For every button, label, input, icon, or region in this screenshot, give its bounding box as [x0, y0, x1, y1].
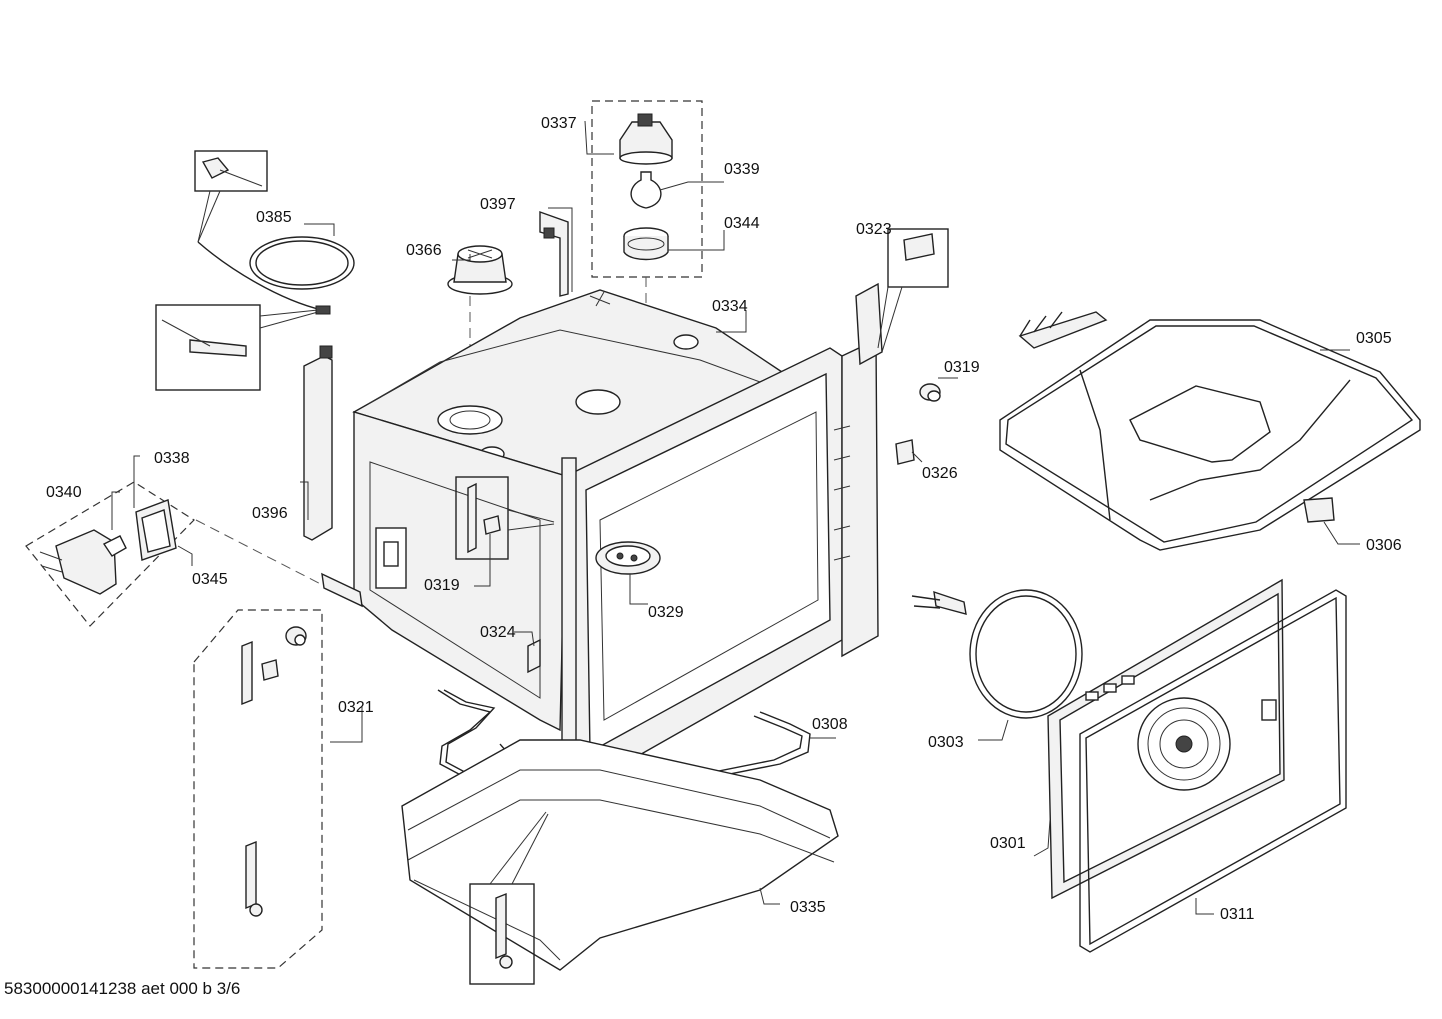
- callout-0324: 0324: [480, 624, 516, 641]
- callout-0326: 0326: [922, 465, 958, 482]
- bracket-0324: [514, 631, 541, 674]
- detail-bottom: [469, 811, 549, 985]
- hinge-group: [193, 609, 363, 969]
- door-seal: [1079, 589, 1347, 953]
- callout-0305: 0305: [1356, 330, 1392, 347]
- callout-0397: 0397: [480, 196, 516, 213]
- callout-labels: 0337 0339 0344 0397 0385 0366 0334 0323 …: [46, 115, 1402, 923]
- circular-heater: [911, 589, 1083, 741]
- callout-0321: 0321: [338, 699, 374, 716]
- callout-0340: 0340: [46, 484, 82, 501]
- callout-0329: 0329: [648, 604, 684, 621]
- document-reference: 58300000141238 aet 000 b 3/6: [4, 979, 241, 998]
- callout-0303: 0303: [928, 734, 964, 751]
- callout-0306: 0306: [1366, 537, 1402, 554]
- callout-0319-mid: 0319: [424, 577, 460, 594]
- callout-0334: 0334: [712, 298, 748, 315]
- insulation-mat: [401, 739, 839, 971]
- callout-0366: 0366: [406, 242, 442, 259]
- fan-motor-mount: [447, 245, 513, 420]
- thermostat-group: [25, 455, 345, 627]
- callout-0344: 0344: [724, 215, 760, 232]
- callout-0323: 0323: [856, 221, 892, 238]
- oven-cavity: [352, 207, 879, 817]
- support-rail: [300, 345, 333, 541]
- callout-0385: 0385: [256, 209, 292, 226]
- small-parts-right: [895, 377, 958, 465]
- bracket-0323: [855, 228, 949, 366]
- callout-0308: 0308: [812, 716, 848, 733]
- callout-0319-right: 0319: [944, 359, 980, 376]
- callout-0335: 0335: [790, 899, 826, 916]
- cable-harness: [155, 150, 355, 391]
- rear-panel: [1033, 578, 1285, 900]
- fan-cover-0329: [595, 541, 661, 605]
- callout-0396: 0396: [252, 505, 288, 522]
- bracket-0397: [539, 211, 569, 297]
- callout-0338: 0338: [154, 450, 190, 467]
- left-rail: [321, 572, 363, 608]
- detail-0319: [455, 476, 555, 587]
- callout-0345: 0345: [192, 571, 228, 588]
- callout-0339: 0339: [724, 161, 760, 178]
- grill-heater: [999, 311, 1421, 551]
- callout-0311: 0311: [1220, 906, 1255, 923]
- callout-0301: 0301: [990, 835, 1026, 852]
- callout-0337: 0337: [541, 115, 577, 132]
